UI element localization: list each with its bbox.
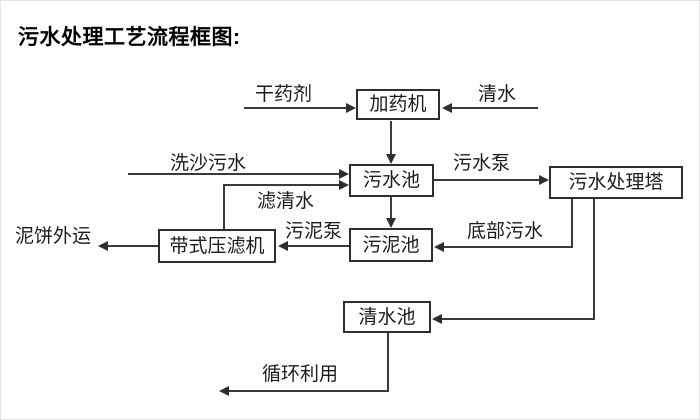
flow-label-bottom-sewage: 底部污水 [467, 221, 544, 242]
arrowhead-right-icon [346, 103, 356, 113]
node-label: 污泥池 [362, 234, 420, 256]
edge-dry-agent-line [244, 107, 346, 109]
edge-clean-water-line [452, 107, 538, 109]
arrowhead-right-icon [539, 175, 549, 185]
node-label: 带式压滤机 [169, 235, 265, 257]
arrowhead-left-icon [434, 242, 444, 252]
edge-recycling-riser [387, 333, 389, 392]
edge-tower-to-clean-riser [593, 199, 595, 320]
node-sewage-treatment-tower: 污水处理塔 [549, 166, 683, 199]
edge-tower-to-clean-line [442, 318, 595, 320]
node-label: 污水处理塔 [568, 172, 664, 193]
arrowhead-left-icon [432, 314, 442, 324]
node-belt-filter-press: 带式压滤机 [158, 229, 276, 263]
edge-sewage-to-sludge-line [390, 197, 392, 218]
edge-bottom-sewage-line [444, 246, 573, 248]
edge-mud-cake-line [108, 245, 158, 247]
arrowhead-right-icon [339, 180, 349, 190]
flow-label-recycling: 循环利用 [262, 364, 339, 385]
arrowhead-right-icon [339, 169, 349, 179]
edge-bottom-sewage-riser [571, 199, 573, 248]
arrowhead-down-icon [386, 218, 396, 228]
arrowhead-down-icon [386, 154, 396, 164]
edge-recycling-line [229, 390, 389, 392]
edge-sewage-pump-line [434, 179, 539, 181]
arrowhead-left-icon [219, 386, 229, 396]
node-label: 污水池 [362, 170, 420, 191]
edge-filtered-water-line [223, 184, 339, 186]
arrowhead-left-icon [98, 241, 108, 251]
node-sewage-pool: 污水池 [349, 164, 434, 197]
flow-label-sand-washing-sewage: 洗沙污水 [170, 153, 247, 174]
node-clean-water-pool: 清水池 [343, 301, 431, 333]
edge-sand-washing-line [128, 173, 339, 175]
flow-label-dry-agent: 干药剂 [255, 84, 313, 105]
node-dosing-machine: 加药机 [356, 89, 440, 120]
flow-label-mud-cake-outbound: 泥饼外运 [15, 226, 92, 247]
edge-sludge-pump-line [288, 245, 349, 247]
arrowhead-left-icon [442, 103, 452, 113]
flow-label-sludge-pump: 污泥泵 [285, 221, 343, 242]
edge-dosing-to-sewage-line [390, 121, 392, 154]
node-sludge-pool: 污泥池 [349, 228, 433, 262]
flow-label-filtered-water: 滤清水 [257, 191, 315, 212]
node-label: 清水池 [358, 306, 416, 328]
arrowhead-left-icon [278, 241, 288, 251]
edge-filtered-water-riser [223, 184, 225, 229]
flow-label-clean-water: 清水 [478, 84, 517, 105]
page-title: 污水处理工艺流程框图: [18, 26, 241, 49]
flow-label-sewage-pump: 污水泵 [453, 153, 511, 174]
node-label: 加药机 [369, 94, 427, 115]
